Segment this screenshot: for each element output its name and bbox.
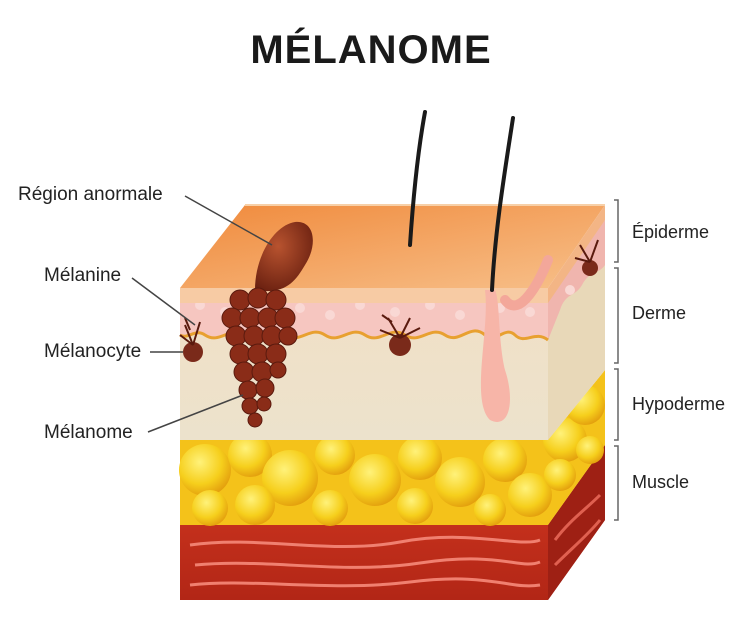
label-hypodermis: Hypoderme	[632, 394, 725, 415]
label-melanoma: Mélanome	[44, 422, 133, 444]
label-melanin: Mélanine	[44, 265, 121, 287]
epidermis-layer	[180, 205, 605, 303]
label-epidermis: Épiderme	[632, 222, 709, 243]
label-dermis: Derme	[632, 303, 686, 324]
label-abnormal-region: Région anormale	[18, 184, 163, 206]
layer-brackets	[614, 200, 618, 520]
label-muscle: Muscle	[632, 472, 689, 493]
label-melanocyte: Mélanocyte	[44, 341, 141, 363]
